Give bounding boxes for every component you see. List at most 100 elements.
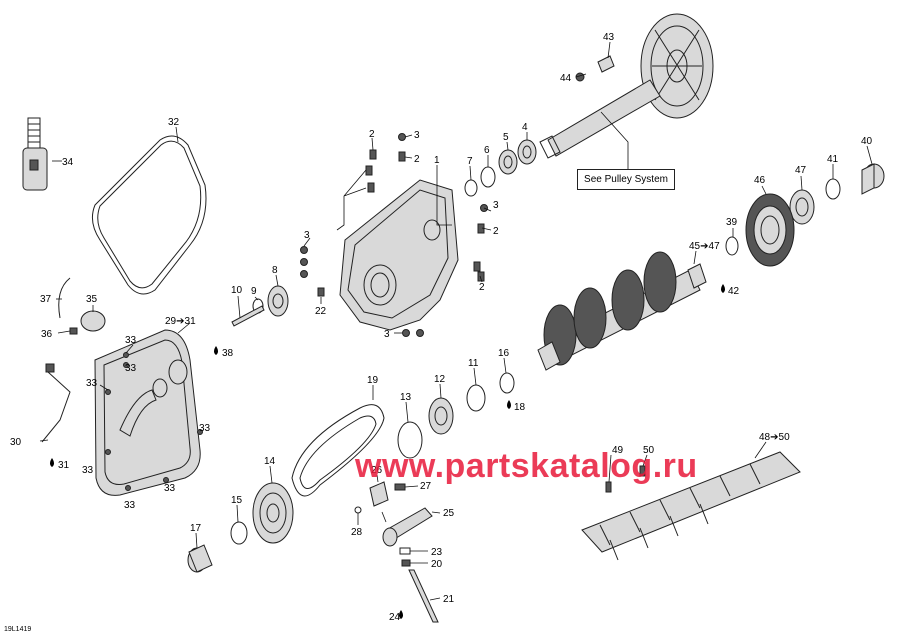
callout-35: 35: [86, 294, 98, 305]
callout-27: 27: [420, 481, 432, 492]
cover-gasket: [91, 135, 207, 295]
ring-15: [230, 521, 248, 545]
callout-33f: 33: [164, 483, 176, 494]
callout-3d: 3: [384, 329, 390, 340]
callout-33c: 33: [86, 378, 98, 389]
callout-38: 38: [222, 348, 234, 359]
vent-tube-37: [58, 277, 71, 319]
ring-41: [825, 178, 841, 200]
ring-20: [401, 559, 411, 567]
callout-33b: 33: [125, 363, 137, 374]
clip-49: [605, 481, 612, 493]
callout-1: 1: [434, 155, 440, 166]
callout-40: 40: [861, 136, 873, 147]
callout-16: 16: [498, 348, 510, 359]
callout-20: 20: [431, 559, 443, 570]
callout-33e: 33: [82, 465, 94, 476]
bolt-10: [231, 305, 265, 327]
callout-2b: 2: [414, 154, 420, 165]
callout-9: 9: [251, 286, 257, 297]
sprocket-8: [267, 285, 289, 317]
callout-2d: 2: [479, 282, 485, 293]
callout-17: 17: [190, 523, 202, 534]
callout-31: 31: [58, 460, 70, 471]
callout-12: 12: [434, 374, 446, 385]
ring-16: [499, 372, 515, 394]
watermark: www.partskatalog.ru: [355, 447, 698, 485]
driven-pulley: [539, 13, 714, 159]
tensioner-26: [369, 481, 389, 507]
callout-11: 11: [468, 358, 479, 369]
bearing-5: [498, 149, 518, 175]
pulley-bolt-43: [597, 55, 615, 73]
callout-6: 6: [484, 145, 490, 156]
callout-4: 4: [522, 122, 528, 133]
callout-18: 18: [514, 402, 526, 413]
callout-49: 49: [612, 445, 624, 456]
callout-19: 19: [367, 375, 379, 386]
chaincase-cover: [94, 329, 201, 496]
callout-5: 5: [503, 132, 509, 143]
callout-22: 22: [315, 306, 327, 317]
callout-29-31: 29➔31: [165, 316, 196, 327]
callout-44: 44: [560, 73, 572, 84]
track-clips-48: [581, 451, 801, 561]
drop-icon: [50, 284, 725, 619]
tensioner-arm-25: [382, 507, 433, 547]
callout-45-47: 45➔47: [689, 241, 720, 252]
bearing-4: [517, 139, 537, 165]
callout-41: 41: [827, 154, 839, 165]
seal-11: [466, 384, 486, 412]
pulley-system-reference: See Pulley System: [577, 169, 675, 190]
rod-21: [408, 569, 439, 623]
washer-28: [354, 506, 362, 514]
callout-34: 34: [62, 157, 74, 168]
lubricant-bottle: [22, 117, 48, 191]
callout-21: 21: [443, 594, 455, 605]
ring-6: [480, 166, 496, 188]
callout-23: 23: [431, 547, 443, 558]
leader-lines: [39, 41, 873, 601]
callout-30: 30: [10, 437, 22, 448]
callout-2a: 2: [369, 129, 375, 140]
callout-43: 43: [603, 32, 615, 43]
drive-chain: [291, 404, 385, 497]
callout-39: 39: [726, 217, 738, 228]
callout-26: 26: [371, 465, 383, 476]
callout-13: 13: [400, 392, 412, 403]
callout-33a: 33: [125, 335, 137, 346]
fitting-36: [69, 327, 78, 335]
figure-code: 19L1419: [4, 626, 32, 633]
callout-25: 25: [443, 508, 455, 519]
callout-33d: 33: [199, 423, 211, 434]
callout-15: 15: [231, 495, 243, 506]
callout-10: 10: [231, 285, 243, 296]
callout-48-50: 48➔50: [759, 432, 790, 443]
callout-3b: 3: [493, 200, 499, 211]
callout-47: 47: [795, 165, 807, 176]
bearing-47: [789, 189, 815, 225]
callout-33g: 33: [124, 500, 136, 511]
callout-3c: 3: [304, 230, 310, 241]
dipstick-30: [41, 363, 71, 443]
clip-50: [639, 465, 646, 477]
spring-23: [399, 547, 411, 555]
ring-39: [725, 236, 739, 256]
sprocket-46: [745, 193, 795, 267]
callout-42: 42: [728, 286, 740, 297]
callout-14: 14: [264, 456, 276, 467]
chaincase-housing: [339, 179, 459, 331]
drive-axle: [537, 251, 707, 371]
callout-50: 50: [643, 445, 655, 456]
callout-8: 8: [272, 265, 278, 276]
callout-2c: 2: [493, 226, 499, 237]
sleeve-40: [861, 163, 885, 195]
callout-37: 37: [40, 294, 52, 305]
seal-7: [464, 179, 478, 197]
callout-32: 32: [168, 117, 180, 128]
cover-bolts-33: [105, 352, 203, 491]
callout-24: 24: [389, 612, 401, 623]
callout-7: 7: [467, 156, 473, 167]
callout-46: 46: [754, 175, 766, 186]
